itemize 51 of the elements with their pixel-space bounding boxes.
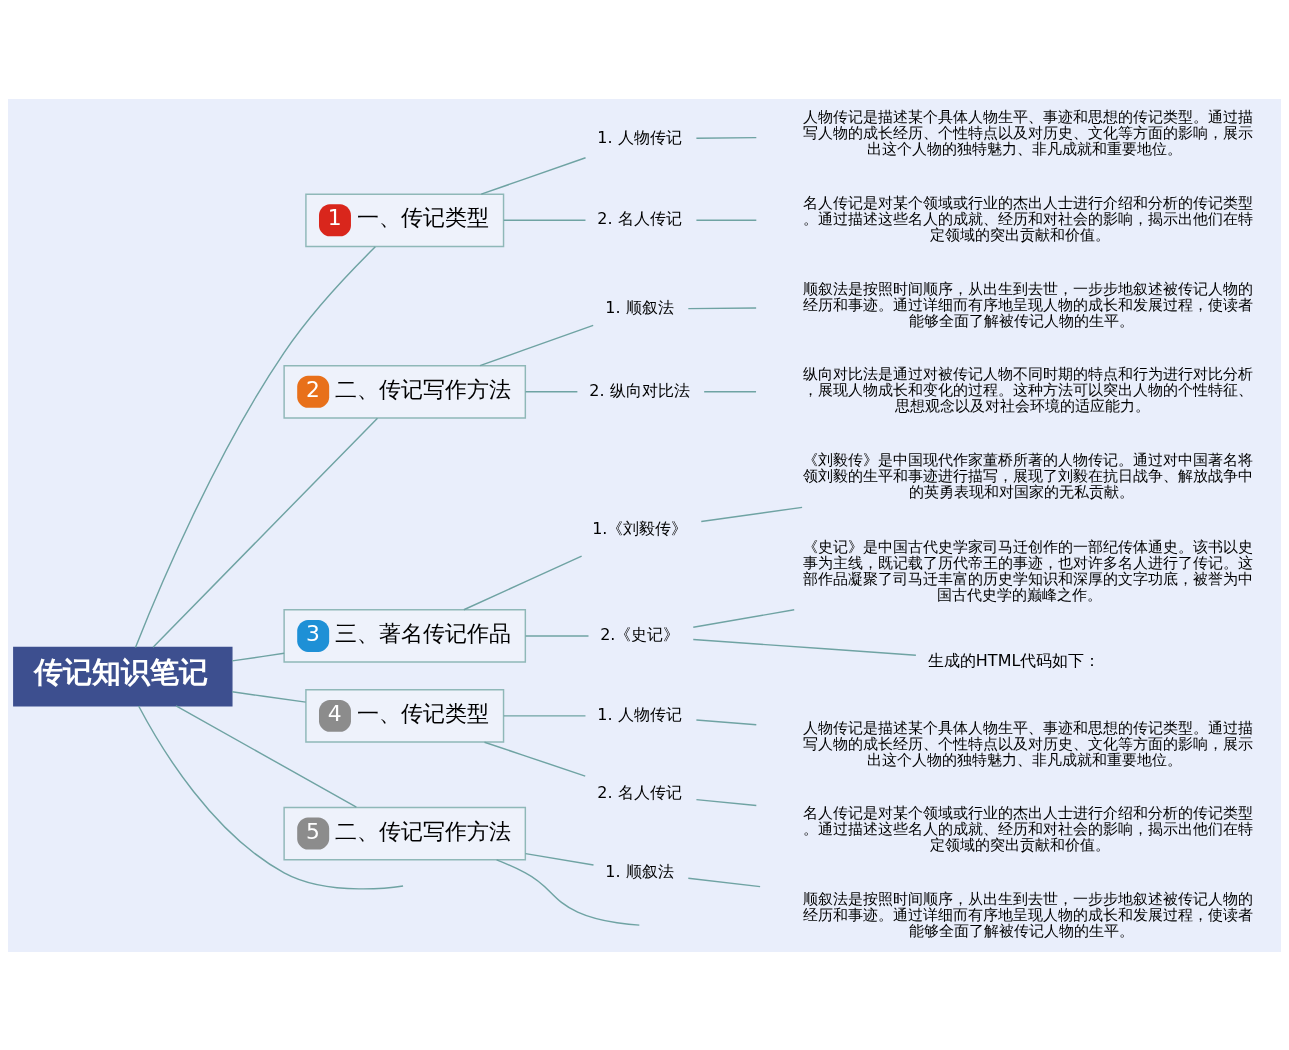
connector — [483, 741, 586, 777]
node-box: 3 三、著名传记作品 — [283, 608, 527, 663]
connector — [695, 718, 758, 725]
node-box: 2 二、传记写作方法 — [283, 364, 527, 419]
node-box: 1 一、传记类型 — [305, 192, 505, 247]
node-text: 2. 纵向对比法 — [589, 380, 690, 400]
connector — [695, 219, 758, 221]
connector — [692, 638, 917, 656]
node-text: 2. 名人传记 — [597, 782, 682, 802]
node-text: 人物传记是描述某个具体人物生平、事迹和思想的传记类型。通过描写人物的成长经历、个性特点以及对历史、文化等方面的影响，展示出这个人物的独特魅力、非凡成就和重要地位。 — [802, 719, 1253, 768]
node-text: 《刘毅传》是中国现代作家董桥所著的人物传记。通过对中国著名将领刘毅的生平和事迹进行描写，展现了刘毅在抗日战争、解放战争中的英勇表现和对国家的无私贡献。 — [802, 451, 1253, 500]
connector — [137, 704, 404, 890]
node-text: 纵向对比法是通过对被传记人物不同时期的特点和行为进行对比分析，展现人物成长和变化的过程。这种方法可以突出人物的个性特征、思想观念以及对社会环境的适应能力。 — [802, 365, 1253, 414]
connector — [687, 306, 757, 309]
connector — [152, 416, 379, 648]
node-text: 《史记》是中国古代史学家司马迁创作的一部纪传体通史。该书以史事为主线，既记载了历代帝王的事迹，也对许多名人进行了传记。这部作品凝聚了司马迁丰富的历史学知识和深厚的文字功底，被誉为中国古代史学的巅峰之作。 — [802, 538, 1253, 603]
node-text: 1. 顺叙法 — [605, 861, 674, 881]
connector — [480, 156, 587, 195]
node-text: 生成的HTML代码如下： — [927, 650, 1101, 670]
node-box: 5 二、传记写作方法 — [283, 806, 527, 860]
connector — [700, 506, 803, 522]
node-box: 传记知识笔记 — [13, 646, 233, 706]
node-text: 人物传记是描述某个具体人物生平、事迹和思想的传记类型。通过描写人物的成长经历、个性特点以及对历史、文化等方面的影响，展示出这个人物的独特魅力、非凡成就和重要地位。 — [802, 108, 1253, 157]
connector — [503, 714, 587, 717]
node-text: 顺叙法是按照时间顺序，从出生到去世，一步步地叙述被传记人物的经历和事迹。通过详细而有序地呈现人物的成长和发展过程，使读者能够全面了解被传记人物的生平。 — [802, 280, 1253, 329]
node-text: 1. 人物传记 — [597, 127, 682, 147]
connector — [687, 876, 761, 887]
connector — [479, 324, 594, 366]
connector — [495, 858, 641, 926]
connector — [695, 798, 758, 806]
connector — [175, 704, 358, 808]
node-text: 2. 名人传记 — [597, 208, 682, 228]
connector — [463, 554, 583, 610]
connector — [503, 219, 587, 221]
connector — [703, 390, 757, 393]
connector — [524, 634, 590, 637]
connector — [524, 390, 579, 393]
connector — [695, 136, 758, 139]
connector — [134, 245, 377, 648]
node-text: 顺叙法是按照时间顺序，从出生到去世，一步步地叙述被传记人物的经历和事迹。通过详细而有序地呈现人物的成长和发展过程，使读者能够全面了解被传记人物的生平。 — [802, 890, 1253, 939]
connector — [231, 690, 307, 703]
connector — [231, 652, 285, 662]
node-text: 1. 顺叙法 — [605, 297, 674, 317]
connector — [692, 608, 795, 628]
connector — [524, 852, 595, 866]
node-text: 名人传记是对某个领域或行业的杰出人士进行介绍和分析的传记类型。通过描述这些名人的成就、经历和对社会的影响，揭示出他们在特定领域的突出贡献和价值。 — [802, 194, 1253, 243]
node-text: 名人传记是对某个领域或行业的杰出人士进行介绍和分析的传记类型。通过描述这些名人的成就、经历和对社会的影响，揭示出他们在特定领域的突出贡献和价值。 — [802, 804, 1253, 853]
node-box: 4 一、传记类型 — [305, 688, 505, 743]
node-text: 1.《刘毅传》 — [592, 518, 688, 538]
node-text: 2.《史记》 — [600, 624, 680, 644]
node-text: 1. 人物传记 — [597, 704, 682, 724]
